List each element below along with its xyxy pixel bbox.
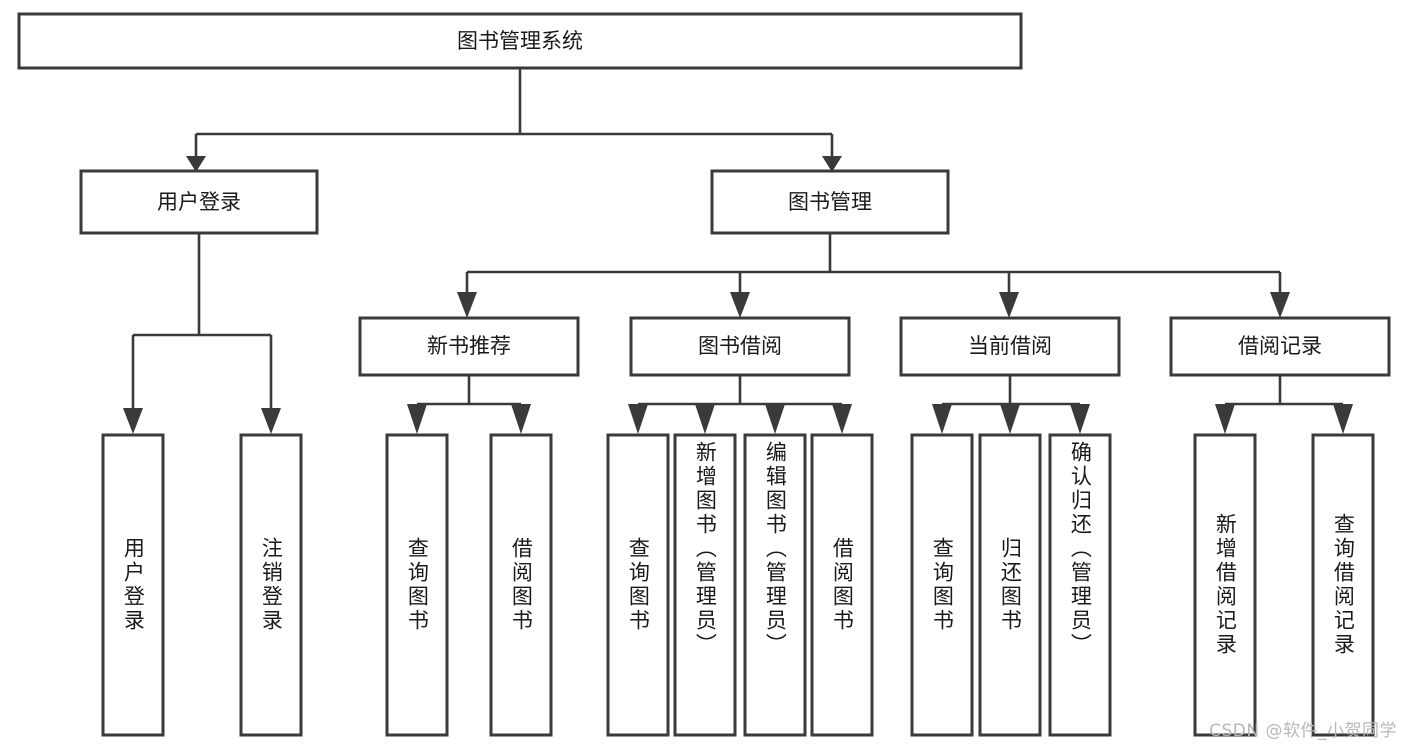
arrowhead-leaf-query-record: [1333, 404, 1353, 434]
node-book-borrow[interactable]: 图书借阅: [629, 316, 851, 377]
arrowhead-borrow-record: [1270, 292, 1290, 318]
node-user-login-box[interactable]: [79, 169, 319, 235]
leaf-box-layer: [101, 433, 1375, 737]
leaf-borrow-book-2-box[interactable]: [810, 433, 874, 737]
arrowhead-leaf-edit-book: [765, 404, 785, 434]
connector-layer: [123, 68, 1353, 434]
leaf-query-record-box[interactable]: [1311, 433, 1375, 737]
node-root[interactable]: 图书管理系统: [17, 12, 1023, 70]
node-new-book-rec-label: 新书推荐: [427, 334, 511, 358]
arrowhead-leaf-add-record: [1215, 404, 1235, 434]
leaf-user-logout-box[interactable]: [239, 433, 303, 737]
arrowhead-book-manage: [822, 156, 842, 172]
leaf-return-book-box[interactable]: [978, 433, 1042, 737]
arrowhead-leaf-confirm-return: [1070, 404, 1090, 434]
arrowhead-new-book-rec: [457, 292, 477, 318]
connector-userlogin-to-leaves: [131, 233, 273, 412]
leaf-confirm-return-box[interactable]: [1048, 433, 1112, 737]
node-current-borrow-label: 当前借阅: [968, 334, 1052, 358]
node-new-book-rec-box[interactable]: [358, 316, 580, 377]
arrowhead-leaf-borrow-book-2: [832, 404, 852, 434]
node-borrow-record-box[interactable]: [1169, 316, 1391, 377]
node-current-borrow-box[interactable]: [899, 316, 1121, 377]
leaf-add-book-box[interactable]: [673, 433, 737, 737]
connector-root-to-level2: [194, 68, 834, 160]
arrowhead-leaf-user-logout: [261, 408, 281, 434]
connector-borrowrecord-to-leaves: [1223, 375, 1345, 412]
arrowhead-leaf-query-book-3: [932, 404, 952, 434]
arrowhead-user-login: [186, 156, 206, 172]
arrowhead-book-borrow: [730, 292, 750, 318]
arrowhead-leaf-query-book-1: [407, 404, 427, 434]
arrowhead-leaf-user-login: [123, 408, 143, 434]
leaf-query-book-2-box[interactable]: [606, 433, 670, 737]
node-borrow-record-label: 借阅记录: [1238, 334, 1322, 358]
node-current-borrow[interactable]: 当前借阅: [899, 316, 1121, 377]
node-new-book-rec[interactable]: 新书推荐: [358, 316, 580, 377]
arrowhead-leaf-return-book: [1000, 404, 1020, 434]
arrowhead-leaf-add-book: [695, 404, 715, 434]
node-book-manage-label: 图书管理: [788, 190, 872, 214]
node-book-manage[interactable]: 图书管理: [710, 169, 950, 235]
arrowhead-current-borrow: [999, 292, 1019, 318]
leaf-add-record-box[interactable]: [1193, 433, 1257, 737]
leaf-user-login-box[interactable]: [101, 433, 165, 737]
node-book-manage-box[interactable]: [710, 169, 950, 235]
leaf-query-book-1-box[interactable]: [385, 433, 449, 737]
node-borrow-record[interactable]: 借阅记录: [1169, 316, 1391, 377]
leaf-borrow-book-1-box[interactable]: [489, 433, 553, 737]
node-book-borrow-label: 图书借阅: [698, 334, 782, 358]
connector-newbookrec-to-leaves: [415, 375, 523, 412]
leaf-edit-book-box[interactable]: [743, 433, 807, 737]
connector-bookborrow-to-leaves: [636, 375, 844, 412]
node-book-borrow-box[interactable]: [629, 316, 851, 377]
csdn-watermark: CSDN @软件_小贺同学: [1209, 721, 1397, 741]
connector-bookmanage-to-level3: [465, 233, 1282, 296]
node-user-login[interactable]: 用户登录: [79, 169, 319, 235]
leaf-query-book-3-box[interactable]: [910, 433, 974, 737]
node-user-login-label: 用户登录: [157, 190, 241, 214]
arrowhead-leaf-borrow-book-1: [511, 404, 531, 434]
arrowhead-leaf-query-book-2: [628, 404, 648, 434]
node-root-box[interactable]: [17, 12, 1023, 70]
node-root-label: 图书管理系统: [457, 29, 583, 53]
